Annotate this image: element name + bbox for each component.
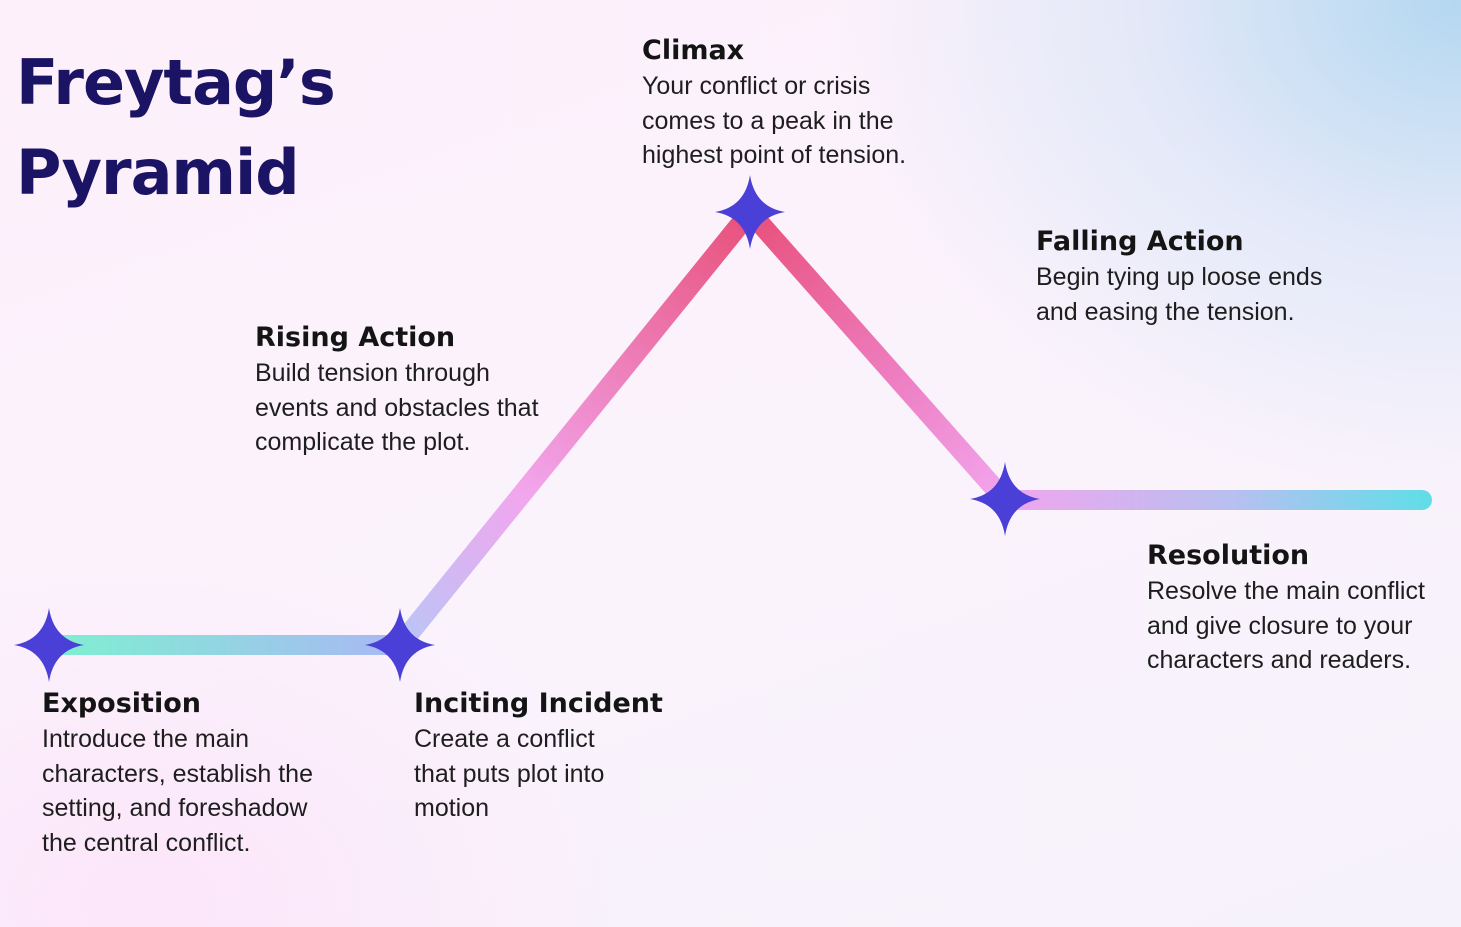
markers	[14, 175, 1040, 682]
stage-resolution: Resolution Resolve the main conflict and…	[1147, 538, 1457, 678]
stage-inciting-incident: Inciting Incident Create a conflict that…	[414, 686, 714, 826]
stage-heading: Resolution	[1147, 540, 1310, 571]
stage-description: Resolve the main conflict and give closu…	[1147, 577, 1425, 674]
stage-description: Build tension through events and obstacl…	[255, 359, 539, 456]
stage-falling-action: Falling Action Begin tying up loose ends…	[1036, 224, 1366, 329]
stage-description: Create a conflict that puts plot into mo…	[414, 725, 605, 822]
stage-heading: Exposition	[42, 688, 201, 719]
stage-rising-action: Rising Action Build tension through even…	[255, 320, 575, 460]
falling-action-segment	[740, 202, 1015, 510]
title-line-1: Freytag’s	[16, 46, 336, 119]
climax-star-icon	[715, 175, 785, 249]
exposition-star-icon	[14, 608, 84, 682]
rising-action-segment	[390, 202, 760, 655]
stage-climax: Climax Your conflict or crisis comes to …	[642, 33, 952, 173]
stage-heading: Inciting Incident	[414, 688, 663, 719]
stage-heading: Falling Action	[1036, 226, 1244, 257]
falling-action-star-icon	[970, 462, 1040, 536]
inciting-incident-star-icon	[365, 608, 435, 682]
stage-heading: Climax	[642, 35, 745, 66]
tension-line	[40, 202, 1432, 655]
stage-description: Your conflict or crisis comes to a peak …	[642, 72, 907, 169]
stage-description: Begin tying up loose ends and easing the…	[1036, 263, 1323, 326]
title-line-2: Pyramid	[16, 136, 300, 209]
stage-description: Introduce the main characters, establish…	[42, 725, 313, 857]
stage-exposition: Exposition Introduce the main characters…	[42, 686, 362, 860]
stage-heading: Rising Action	[255, 322, 456, 353]
page-title: Freytag’s Pyramid	[16, 38, 336, 218]
